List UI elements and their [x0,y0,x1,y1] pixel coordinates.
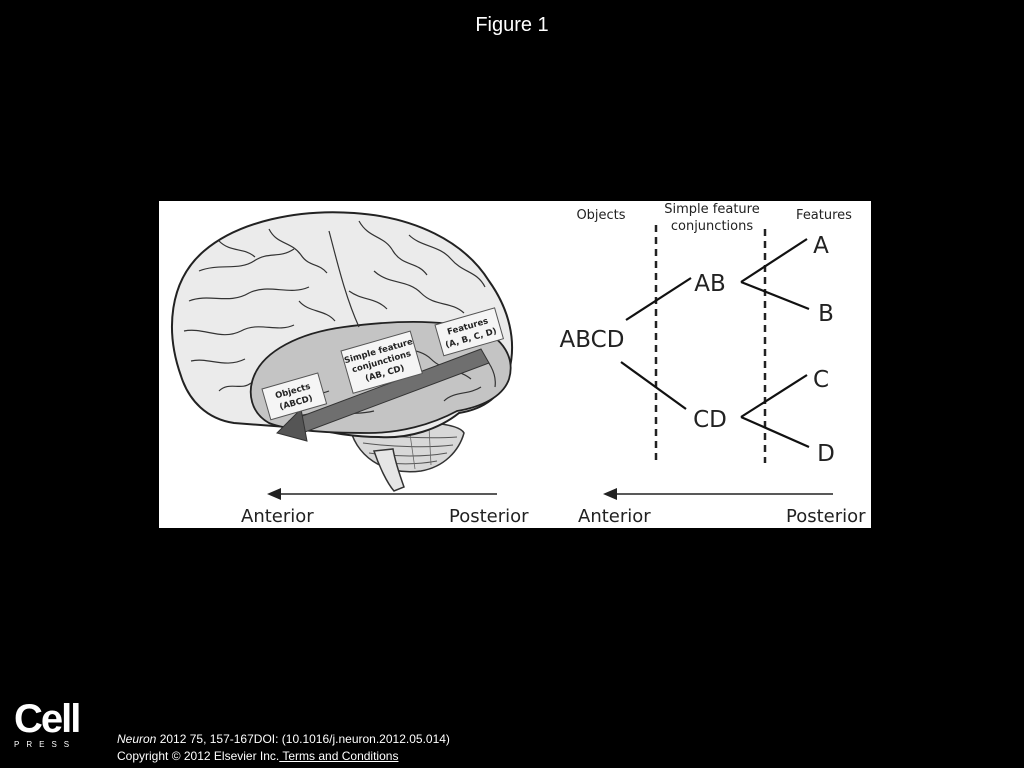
node-b: B [818,301,834,327]
citation-details: 2012 75, 157-167DOI: (10.1016/j.neuron.2… [156,732,450,746]
citation-block: Neuron 2012 75, 157-167DOI: (10.1016/j.n… [117,731,450,765]
objects-box: Objects (ABCD) [261,372,328,421]
node-ab: AB [694,271,726,297]
header-features: Features [796,208,852,223]
brain-direction-arrow [276,348,490,442]
header-simple-line1: Simple feature [664,202,759,217]
brainstem [372,448,405,492]
header-objects: Objects [576,208,625,223]
edge-ab-a [740,238,808,283]
cell-press-logo: Cell PRESS [14,697,86,749]
brain-axis-posterior-label: Posterior [449,506,529,527]
node-c: C [813,367,829,393]
node-cd: CD [693,407,727,433]
cell-logo-word: Cell [14,697,81,741]
slide-title: Figure 1 [475,14,549,36]
node-a: A [813,233,829,259]
brain-axis-anterior-label: Anterior [241,506,314,527]
hierarchy-axis-anterior-label: Anterior [578,506,651,527]
edge-abcd-cd [620,361,687,410]
brain-axis-arrow [267,488,497,500]
hierarchy-diagram: Objects Simple feature conjunctions Feat… [560,202,867,527]
figure-image: Objects (ABCD) Simple feature conjunctio… [159,201,871,528]
copyright-text: Copyright © 2012 Elsevier Inc. [117,749,280,763]
edge-cd-d [740,415,810,449]
edge-ab-b [740,280,810,311]
node-d: D [817,441,835,467]
citation-line: Neuron 2012 75, 157-167DOI: (10.1016/j.n… [117,731,450,748]
edge-abcd-ab [625,277,692,321]
edge-cd-c [740,374,808,418]
header-simple-line2: conjunctions [671,219,753,234]
cell-logo-press: PRESS [14,740,77,749]
brain-illustration: Objects (ABCD) Simple feature conjunctio… [171,211,529,527]
journal-name: Neuron [117,732,157,746]
hierarchy-axis-arrow [603,488,833,500]
features-box: Features (A, B, C, D) [434,307,505,357]
node-abcd: ABCD [560,327,625,353]
hierarchy-axis-posterior-label: Posterior [786,506,866,527]
hierarchy-edges [620,238,810,449]
simple-feature-box: Simple feature conjunctions (AB, CD) [340,330,423,394]
copyright-line: Copyright © 2012 Elsevier Inc. Terms and… [117,748,450,765]
terms-and-conditions-link[interactable]: Terms and Conditions [279,749,399,763]
